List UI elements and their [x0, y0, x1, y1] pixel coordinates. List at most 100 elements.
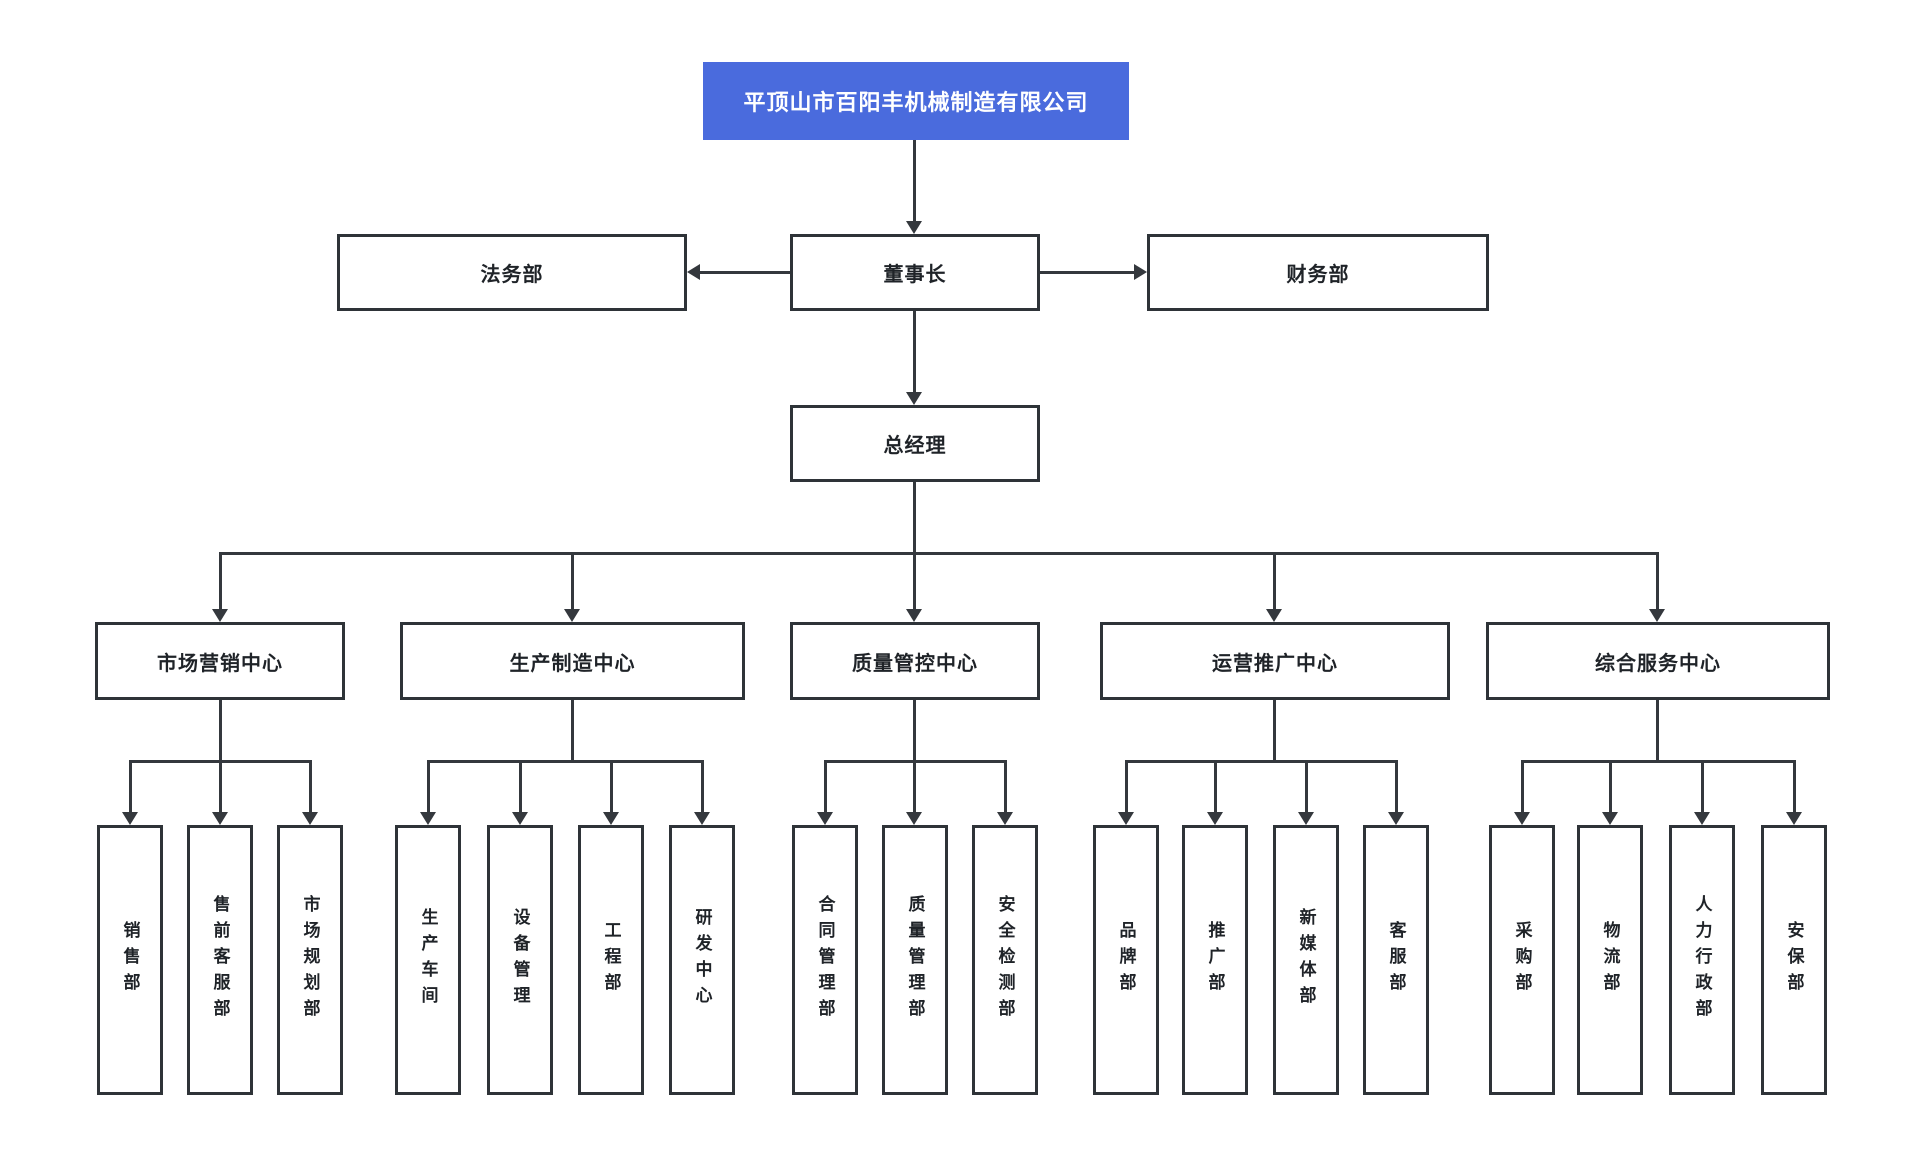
dept-label: 工程部 [601, 921, 621, 999]
connector-line [427, 760, 704, 763]
connector-line [1609, 760, 1612, 812]
arrowhead-down-icon [564, 609, 580, 622]
arrowhead-left-icon [687, 264, 700, 280]
connector-line [1273, 700, 1276, 760]
arrowhead-down-icon [1388, 812, 1404, 825]
arrowhead-down-icon [420, 812, 436, 825]
center-node-marketing: 市场营销中心 [95, 622, 345, 700]
general-manager-label: 总经理 [883, 435, 947, 457]
dept-node-brand: 品牌部 [1093, 825, 1159, 1095]
dept-node-presales-service: 售前客服部 [187, 825, 253, 1095]
arrowhead-right-icon [1134, 264, 1147, 280]
arrowhead-down-icon [817, 812, 833, 825]
dept-label: 新媒体部 [1296, 908, 1316, 1012]
dept-label: 物流部 [1600, 921, 1620, 999]
dept-node-equipment-management: 设备管理 [487, 825, 553, 1095]
legal-dept-node: 法务部 [337, 234, 687, 311]
connector-line [1040, 271, 1134, 274]
connector-line [219, 700, 222, 760]
finance-dept-label: 财务部 [1286, 264, 1350, 286]
chairman-node: 董事长 [790, 234, 1040, 311]
connector-line [1305, 760, 1308, 812]
arrowhead-down-icon [997, 812, 1013, 825]
connector-line [427, 760, 430, 812]
dept-node-logistics: 物流部 [1577, 825, 1643, 1095]
connector-line [1656, 552, 1659, 609]
connector-line [610, 760, 613, 812]
connector-line [519, 760, 522, 812]
connector-line [1125, 760, 1397, 763]
chairman-label: 董事长 [883, 264, 947, 286]
arrowhead-down-icon [1514, 812, 1530, 825]
arrowhead-down-icon [212, 812, 228, 825]
connector-line [571, 552, 574, 609]
connector-line [1214, 760, 1217, 812]
dept-node-production-workshop: 生产车间 [395, 825, 461, 1095]
connector-line [913, 760, 916, 812]
connector-line [219, 552, 1659, 555]
connector-line [1521, 760, 1524, 812]
connector-line [219, 760, 222, 812]
connector-line [1701, 760, 1704, 812]
dept-label: 销售部 [120, 921, 140, 999]
connector-line [1521, 760, 1795, 763]
legal-dept-label: 法务部 [480, 264, 544, 286]
dept-label: 设备管理 [510, 908, 530, 1012]
arrowhead-down-icon [906, 392, 922, 405]
connector-line [824, 760, 827, 812]
arrowhead-down-icon [1118, 812, 1134, 825]
dept-label: 生产车间 [418, 908, 438, 1012]
dept-label: 采购部 [1512, 921, 1532, 999]
arrowhead-down-icon [122, 812, 138, 825]
center-label: 质量管控中心 [852, 652, 978, 675]
center-label: 运营推广中心 [1212, 652, 1338, 675]
finance-dept-node: 财务部 [1147, 234, 1489, 311]
dept-node-promotion: 推广部 [1182, 825, 1248, 1095]
arrowhead-down-icon [302, 812, 318, 825]
dept-label: 质量管理部 [905, 895, 925, 1025]
arrowhead-down-icon [212, 609, 228, 622]
dept-label: 合同管理部 [815, 895, 835, 1025]
connector-line [700, 271, 790, 274]
dept-node-rd-center: 研发中心 [669, 825, 735, 1095]
dept-label: 人力行政部 [1692, 895, 1712, 1025]
arrowhead-down-icon [1786, 812, 1802, 825]
connector-line [129, 760, 132, 812]
dept-node-contract-management: 合同管理部 [792, 825, 858, 1095]
arrowhead-down-icon [1602, 812, 1618, 825]
connector-line [1273, 552, 1276, 609]
connector-line [309, 760, 312, 812]
arrowhead-down-icon [906, 812, 922, 825]
dept-node-security: 安保部 [1761, 825, 1827, 1095]
connector-line [913, 552, 916, 609]
arrowhead-down-icon [1649, 609, 1665, 622]
dept-node-safety-inspection: 安全检测部 [972, 825, 1038, 1095]
company-label: 平顶山市百阳丰机械制造有限公司 [743, 90, 1089, 115]
arrowhead-down-icon [906, 221, 922, 234]
dept-label: 售前客服部 [210, 895, 230, 1025]
dept-node-engineering: 工程部 [578, 825, 644, 1095]
center-label: 生产制造中心 [509, 652, 636, 675]
arrowhead-down-icon [694, 812, 710, 825]
connector-line [219, 552, 222, 609]
dept-label: 推广部 [1205, 921, 1225, 999]
connector-line [913, 311, 916, 392]
center-label: 市场营销中心 [157, 652, 283, 675]
arrowhead-down-icon [1694, 812, 1710, 825]
center-node-quality: 质量管控中心 [790, 622, 1040, 700]
dept-node-customer-service: 客服部 [1363, 825, 1429, 1095]
center-label: 综合服务中心 [1595, 652, 1721, 675]
arrowhead-down-icon [1266, 609, 1282, 622]
dept-node-procurement: 采购部 [1489, 825, 1555, 1095]
connector-line [913, 700, 916, 760]
connector-line [913, 482, 916, 552]
general-manager-node: 总经理 [790, 405, 1040, 482]
dept-label: 安全检测部 [995, 895, 1015, 1025]
connector-line [571, 700, 574, 760]
connector-line [1395, 760, 1398, 812]
center-node-production: 生产制造中心 [400, 622, 745, 700]
center-node-services: 综合服务中心 [1486, 622, 1830, 700]
dept-node-market-planning: 市场规划部 [277, 825, 343, 1095]
arrowhead-down-icon [603, 812, 619, 825]
